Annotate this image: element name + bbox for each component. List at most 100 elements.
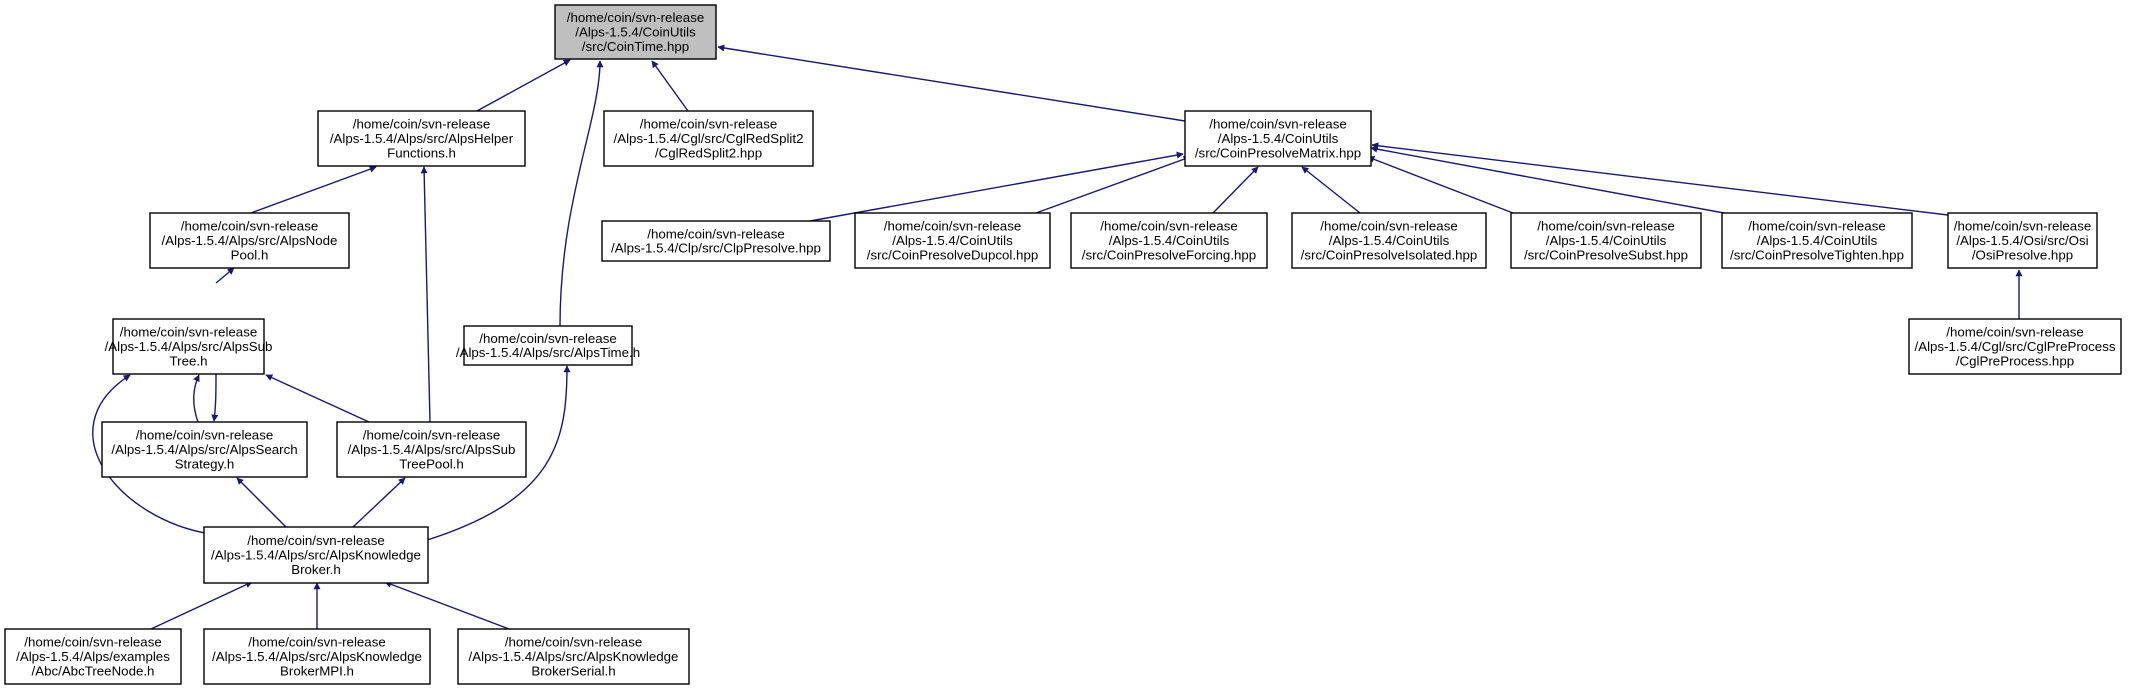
graph-node-cointime[interactable]: /home/coin/svn-release/Alps-1.5.4/CoinUt…: [554, 4, 717, 60]
graph-node-dupcol[interactable]: /home/coin/svn-release/Alps-1.5.4/CoinUt…: [854, 212, 1051, 269]
graph-node-cglredsplit2[interactable]: /home/coin/svn-release/Alps-1.5.4/Cgl/sr…: [603, 110, 814, 167]
node-box: [1908, 318, 2122, 375]
graph-node-alpssearch[interactable]: /home/coin/svn-release/Alps-1.5.4/Alps/s…: [101, 421, 308, 478]
node-box: [601, 220, 831, 262]
edge-forcing-to-coinpresolvematrix: [1212, 166, 1259, 214]
graph-node-isolated[interactable]: /home/coin/svn-release/Alps-1.5.4/CoinUt…: [1291, 212, 1487, 269]
edge-alpstime-to-cointime: [559, 60, 604, 327]
node-label-line: /Alps-1.5.4/CoinUtils: [1329, 233, 1450, 248]
graph-node-alpssubtreepool[interactable]: /home/coin/svn-release/Alps-1.5.4/Alps/s…: [336, 421, 527, 478]
edge-alpssearch-to-alpssubtree: [192, 374, 200, 423]
node-label-line: /Alps-1.5.4/Alps/src/AlpsSearch: [111, 442, 297, 457]
node-label-line: Pool.h: [231, 247, 269, 262]
node-label-line: /Alps-1.5.4/Alps/src/AlpsKnowledge: [469, 649, 679, 664]
node-label-line: /Alps-1.5.4/Alps/src/AlpsNode: [162, 233, 338, 248]
edge-clppresolve-to-coinpresolvematrix: [809, 151, 1184, 222]
node-label-line: /Alps-1.5.4/CoinUtils: [1218, 131, 1339, 146]
node-label-line: /home/coin/svn-release: [1954, 219, 2091, 234]
node-label-line: /Alps-1.5.4/Alps/src/AlpsKnowledge: [211, 548, 421, 563]
graph-node-knowledgebroker[interactable]: /home/coin/svn-release/Alps-1.5.4/Alps/s…: [203, 526, 429, 584]
node-box: [554, 4, 717, 60]
graph-node-forcing[interactable]: /home/coin/svn-release/Alps-1.5.4/CoinUt…: [1070, 212, 1268, 269]
node-box: [457, 628, 690, 685]
nodes-layer: /home/coin/svn-release/Alps-1.5.4/CoinUt…: [4, 4, 2122, 685]
node-box: [1947, 212, 2098, 269]
node-label-line: /CglRedSplit2.hpp: [655, 145, 762, 160]
node-label-line: /Alps-1.5.4/Alps/examples: [16, 649, 170, 664]
node-label-line: /src/CoinTime.hpp: [582, 39, 689, 54]
node-box: [317, 110, 526, 167]
graph-node-cglpreprocess[interactable]: /home/coin/svn-release/Alps-1.5.4/Cgl/sr…: [1908, 318, 2122, 375]
node-label-line: /home/coin/svn-release: [353, 117, 490, 132]
edge-isolated-to-coinpresolvematrix: [1301, 166, 1361, 214]
graph-node-subst[interactable]: /home/coin/svn-release/Alps-1.5.4/CoinUt…: [1510, 212, 1702, 269]
node-box: [1510, 212, 1702, 269]
edge-knowledgebroker-to-alpssubtreepool: [352, 477, 406, 528]
node-box: [203, 526, 429, 584]
graph-node-brokermpi[interactable]: /home/coin/svn-release/Alps-1.5.4/Alps/s…: [203, 628, 431, 685]
graph-node-abctreenode[interactable]: /home/coin/svn-release/Alps-1.5.4/Alps/e…: [4, 628, 182, 685]
node-label-line: /home/coin/svn-release: [24, 635, 161, 650]
edge-subst-to-coinpresolvematrix: [1367, 156, 1514, 214]
node-box: [1721, 212, 1913, 269]
node-label-line: /Alps-1.5.4/Cgl/src/CglRedSplit2: [614, 131, 804, 146]
graph-node-alpstime[interactable]: /home/coin/svn-release/Alps-1.5.4/Alps/s…: [456, 325, 640, 366]
node-label-line: /CglPreProcess.hpp: [1956, 353, 2074, 368]
graph-node-osipresolve[interactable]: /home/coin/svn-release/Alps-1.5.4/Osi/sr…: [1947, 212, 2098, 269]
node-label-line: /src/CoinPresolveMatrix.hpp: [1195, 145, 1361, 160]
node-label-line: /Alps-1.5.4/CoinUtils: [1546, 233, 1667, 248]
node-label-line: /home/coin/svn-release: [1537, 219, 1674, 234]
node-label-line: Broker.h: [291, 562, 341, 577]
node-label-line: /home/coin/svn-release: [1748, 219, 1885, 234]
node-box: [149, 212, 350, 269]
node-box: [463, 325, 633, 366]
node-label-line: BrokerSerial.h: [531, 663, 615, 678]
graph-node-brokerserial[interactable]: /home/coin/svn-release/Alps-1.5.4/Alps/s…: [457, 628, 690, 685]
node-label-line: /Alps-1.5.4/Osi/src/Osi: [1956, 233, 2088, 248]
node-label-line: BrokerMPI.h: [280, 663, 354, 678]
edge-cglredsplit2-to-cointime: [651, 60, 689, 112]
edge-osipresolve-to-coinpresolvematrix: [1371, 142, 1949, 216]
node-label-line: /Abc/AbcTreeNode.h: [32, 663, 155, 678]
node-box: [101, 421, 308, 478]
node-label-line: /home/coin/svn-release: [884, 219, 1021, 234]
node-label-line: /src/CoinPresolveForcing.hpp: [1082, 247, 1256, 262]
edge-brokerserial-to-knowledgebroker: [384, 580, 510, 630]
node-label-line: /home/coin/svn-release: [1209, 117, 1346, 132]
node-label-line: /home/coin/svn-release: [1100, 219, 1237, 234]
graph-node-clppresolve[interactable]: /home/coin/svn-release/Alps-1.5.4/Clp/sr…: [601, 220, 831, 262]
node-label-line: /Alps-1.5.4/CoinUtils: [1757, 233, 1878, 248]
node-label-line: /src/CoinPresolveIsolated.hpp: [1301, 247, 1478, 262]
edge-alpssubtree-to-alpsnodepool: [215, 267, 235, 284]
node-label-line: /src/CoinPresolveSubst.hpp: [1524, 247, 1688, 262]
node-label-line: /home/coin/svn-release: [567, 10, 704, 25]
graph-node-alpssubtree[interactable]: /home/coin/svn-release/Alps-1.5.4/Alps/s…: [105, 318, 273, 375]
node-label-line: /home/coin/svn-release: [1946, 325, 2083, 340]
graph-node-tighten[interactable]: /home/coin/svn-release/Alps-1.5.4/CoinUt…: [1721, 212, 1913, 269]
node-label-line: /Alps-1.5.4/CoinUtils: [575, 25, 696, 40]
node-label-line: Functions.h: [387, 145, 456, 160]
node-label-line: /home/coin/svn-release: [1320, 219, 1457, 234]
node-label-line: /home/coin/svn-release: [181, 219, 318, 234]
node-label-line: Tree.h: [170, 353, 208, 368]
node-box: [1184, 110, 1372, 167]
graph-node-alpshelper[interactable]: /home/coin/svn-release/Alps-1.5.4/Alps/s…: [317, 110, 526, 167]
node-label-line: /Alps-1.5.4/CoinUtils: [1109, 233, 1230, 248]
node-label-line: /OsiPresolve.hpp: [1972, 247, 2073, 262]
node-label-line: /home/coin/svn-release: [640, 117, 777, 132]
node-label-line: TreePool.h: [399, 456, 464, 471]
node-box: [4, 628, 182, 685]
node-label-line: /home/coin/svn-release: [247, 533, 384, 548]
node-box: [603, 110, 814, 167]
graph-node-alpsnodepool[interactable]: /home/coin/svn-release/Alps-1.5.4/Alps/s…: [149, 212, 350, 269]
edge-alpssubtreepool-to-alpssubtree: [265, 374, 370, 423]
node-label-line: /Alps-1.5.4/Alps/src/AlpsSub: [105, 339, 273, 354]
edge-dupcol-to-coinpresolvematrix: [1035, 155, 1191, 214]
node-box: [203, 628, 431, 685]
edge-alpssubtreepool-to-alpshelper: [420, 166, 431, 423]
node-label-line: /Alps-1.5.4/Alps/src/AlpsTime.h: [456, 345, 640, 360]
node-box: [1291, 212, 1487, 269]
graph-node-coinpresolvematrix[interactable]: /home/coin/svn-release/Alps-1.5.4/CoinUt…: [1184, 110, 1372, 167]
node-label-line: /Alps-1.5.4/Alps/src/AlpsHelper: [330, 131, 514, 146]
node-box: [854, 212, 1051, 269]
